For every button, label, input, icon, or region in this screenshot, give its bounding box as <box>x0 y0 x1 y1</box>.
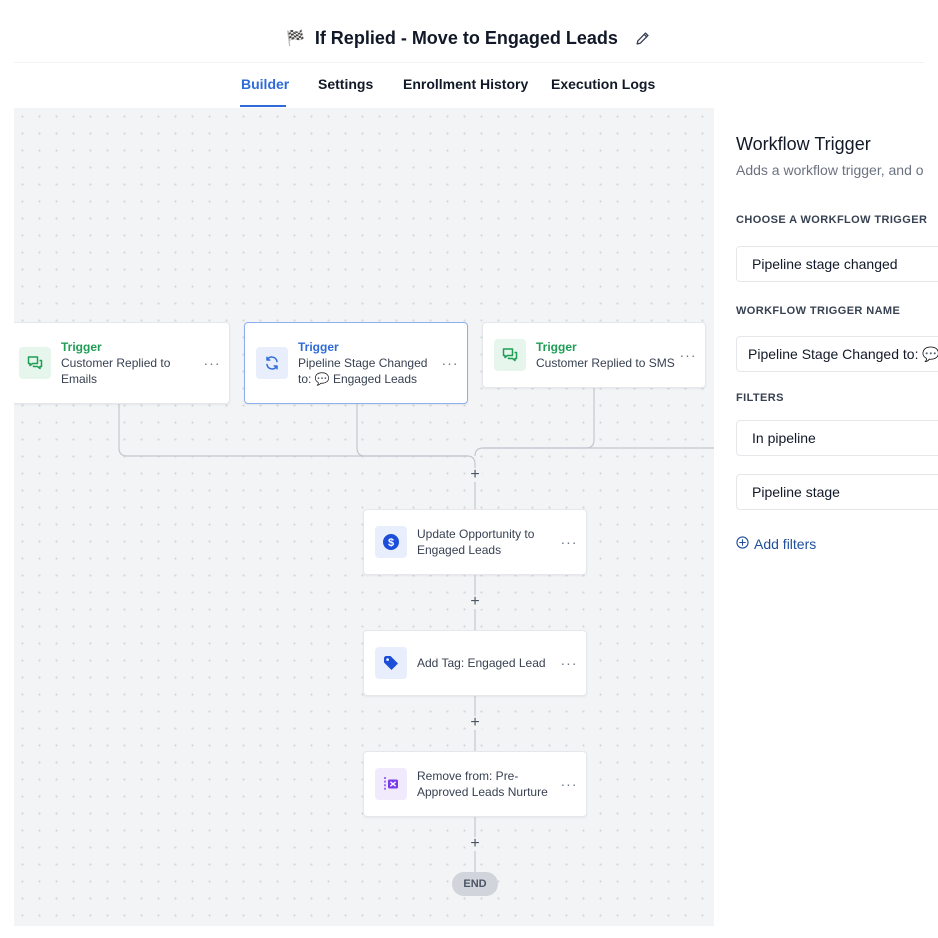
tab-enrollment-history[interactable]: Enrollment History <box>403 76 529 92</box>
action-node-update-opportunity[interactable]: $ Update Opportunity to Engaged Leads ··… <box>363 509 587 575</box>
active-tab-indicator <box>240 105 286 107</box>
tab-settings[interactable]: Settings <box>318 76 374 92</box>
tab-builder[interactable]: Builder <box>241 76 290 92</box>
choose-trigger-heading: CHOOSE A WORKFLOW TRIGGER <box>736 214 928 226</box>
panel-title: Workflow Trigger <box>736 134 871 154</box>
workflow-title-bar: 🏁 If Replied - Move to Engaged Leads <box>0 22 938 54</box>
trigger-kind-label: Trigger <box>298 339 339 354</box>
header-divider <box>14 62 924 63</box>
action-text: Add Tag: Engaged Lead <box>417 655 560 671</box>
end-node: END <box>452 872 498 896</box>
trigger-node-sms-reply[interactable]: Trigger Customer Replied to SMS ··· <box>482 322 706 388</box>
pencil-icon[interactable] <box>634 29 652 47</box>
action-node-add-tag[interactable]: Add Tag: Engaged Lead ··· <box>363 630 587 696</box>
more-options-icon[interactable]: ··· <box>679 347 697 363</box>
trigger-settings-panel: Workflow Trigger Adds a workflow trigger… <box>714 108 938 938</box>
add-step-button[interactable]: + <box>468 836 482 852</box>
action-label: Remove from: Pre-Approved Leads Nurture <box>417 769 548 799</box>
action-label: Update Opportunity to Engaged Leads <box>417 527 535 557</box>
remove-workflow-icon <box>375 768 407 800</box>
trigger-text: Trigger Pipeline Stage Changed to: 💬 Eng… <box>298 340 441 387</box>
trigger-label: Customer Replied to SMS <box>536 355 675 370</box>
trigger-kind-label: Trigger <box>61 339 102 354</box>
refresh-icon <box>256 347 288 379</box>
svg-text:$: $ <box>388 537 394 549</box>
add-step-button[interactable]: + <box>468 594 482 610</box>
more-options-icon[interactable]: ··· <box>560 534 578 550</box>
checkered-flag-emoji: 🏁 <box>286 30 305 47</box>
panel-subtitle: Adds a workflow trigger, and o <box>736 162 924 178</box>
workflow-title[interactable]: If Replied - Move to Engaged Leads <box>314 27 618 48</box>
connector-lines <box>118 388 714 872</box>
trigger-node-pipeline-stage[interactable]: Trigger Pipeline Stage Changed to: 💬 Eng… <box>244 322 468 404</box>
filter-in-pipeline[interactable]: In pipeline <box>736 420 938 456</box>
add-step-button[interactable]: + <box>468 467 482 483</box>
action-label: Add Tag: Engaged Lead <box>417 656 546 670</box>
tab-bar: Builder Settings Enrollment History Exec… <box>0 70 938 108</box>
add-step-button[interactable]: + <box>468 715 482 731</box>
plus-circle-icon <box>736 536 749 552</box>
workflow-canvas[interactable]: Trigger Customer Replied to Emails ··· T… <box>14 108 714 926</box>
tag-icon <box>375 647 407 679</box>
action-text: Update Opportunity to Engaged Leads <box>417 526 560 558</box>
trigger-name-input[interactable]: Pipeline Stage Changed to: 💬 <box>736 336 938 372</box>
trigger-label: Pipeline Stage Changed to: 💬 Engaged Lea… <box>298 355 428 386</box>
more-options-icon[interactable]: ··· <box>560 776 578 792</box>
trigger-label: Customer Replied to Emails <box>61 355 171 386</box>
tab-execution-logs[interactable]: Execution Logs <box>551 76 656 92</box>
connector-trigger-3 <box>474 388 595 457</box>
connector-trigger-1 <box>118 404 476 465</box>
trigger-kind-label: Trigger <box>536 339 577 354</box>
add-filters-link[interactable]: Add filters <box>736 536 816 552</box>
add-filters-label: Add filters <box>754 536 817 552</box>
trigger-type-select[interactable]: Pipeline stage changed <box>736 246 938 282</box>
more-options-icon[interactable]: ··· <box>441 355 459 371</box>
action-text: Remove from: Pre-Approved Leads Nurture <box>417 768 560 800</box>
filters-heading: FILTERS <box>736 392 784 404</box>
filter-pipeline-stage[interactable]: Pipeline stage <box>736 474 938 510</box>
trigger-text: Trigger Customer Replied to Emails <box>61 340 203 387</box>
chat-bubbles-icon <box>19 347 51 379</box>
more-options-icon[interactable]: ··· <box>560 655 578 671</box>
trigger-text: Trigger Customer Replied to SMS <box>536 340 679 371</box>
chat-bubbles-icon <box>494 339 526 371</box>
more-options-icon[interactable]: ··· <box>203 355 221 371</box>
trigger-node-email-reply[interactable]: Trigger Customer Replied to Emails ··· <box>14 322 230 404</box>
connector-trigger-2 <box>356 404 467 457</box>
action-node-remove-from-workflow[interactable]: Remove from: Pre-Approved Leads Nurture … <box>363 751 587 817</box>
dollar-icon: $ <box>375 526 407 558</box>
trigger-name-heading: WORKFLOW TRIGGER NAME <box>736 305 901 317</box>
